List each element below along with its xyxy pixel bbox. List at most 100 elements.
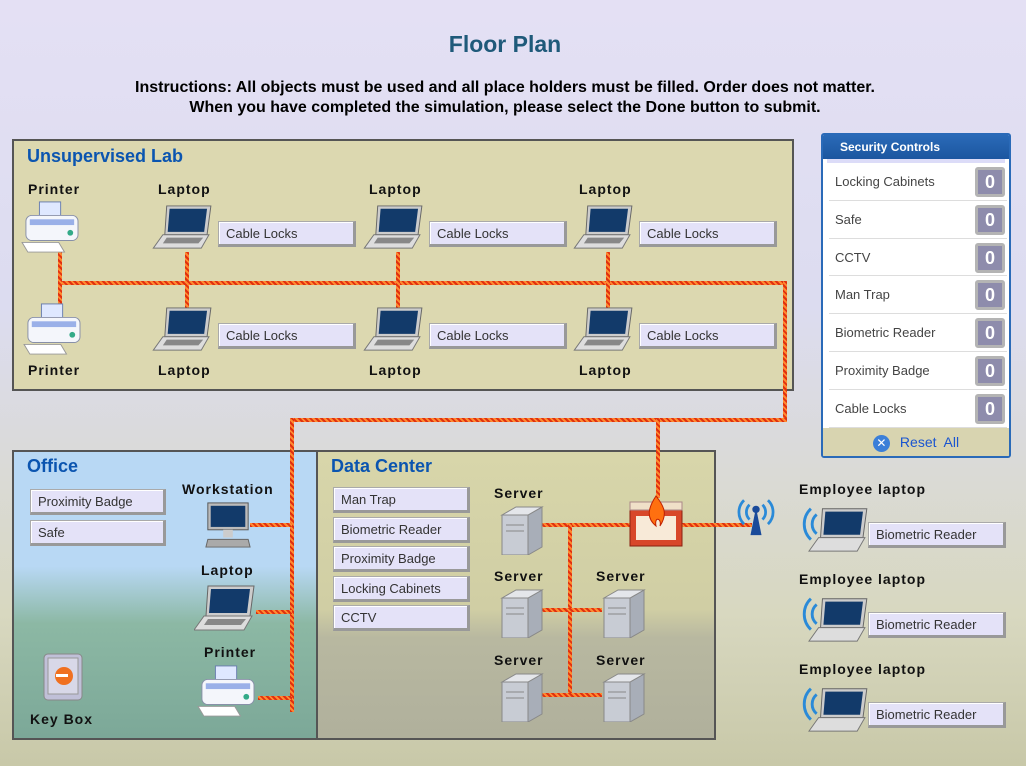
network-cable	[783, 281, 787, 422]
reset-all-label: Reset All	[899, 434, 960, 450]
dc-slot-biometric-reader[interactable]: Biometric Reader	[333, 516, 470, 543]
employee-laptop-icon	[800, 681, 870, 735]
firewall-icon	[628, 492, 684, 548]
security-control-count: 0	[975, 204, 1005, 235]
security-control-count: 0	[975, 355, 1005, 386]
security-control-label: CCTV	[835, 249, 871, 265]
panel-divider	[827, 159, 1005, 163]
network-cable	[538, 608, 602, 612]
lab-slot-cable-locks[interactable]: Cable Locks	[639, 221, 777, 247]
security-control-label: Man Trap	[835, 287, 890, 303]
key-box-label: Key Box	[30, 711, 94, 727]
laptop-icon	[152, 306, 216, 354]
network-cable	[396, 252, 400, 308]
laptop-label: Laptop	[369, 181, 422, 197]
laptop-icon	[573, 306, 637, 354]
laptop-icon	[152, 204, 216, 252]
printer-icon	[18, 200, 84, 254]
laptop-icon	[194, 584, 258, 634]
server-label: Server	[494, 568, 544, 584]
lab-slot-cable-locks[interactable]: Cable Locks	[639, 323, 777, 349]
server-icon	[498, 588, 544, 638]
lab-slot-cable-locks[interactable]: Cable Locks	[429, 323, 567, 349]
server-label: Server	[596, 652, 646, 668]
network-cable	[656, 418, 660, 498]
laptop-icon	[573, 204, 637, 252]
security-control-item[interactable]: Proximity Badge 0	[829, 352, 1007, 390]
office-slot-safe[interactable]: Safe	[30, 520, 166, 546]
laptop-label: Laptop	[201, 562, 254, 578]
network-cable	[538, 693, 602, 697]
employee-laptop-slot-biometric-reader[interactable]: Biometric Reader	[868, 702, 1006, 728]
lab-slot-cable-locks[interactable]: Cable Locks	[218, 323, 356, 349]
laptop-label: Laptop	[158, 181, 211, 197]
instructions-line-2: When you have completed the simulation, …	[189, 99, 821, 116]
close-circle-icon: ✕	[872, 434, 890, 452]
data-center-title: Data Center	[331, 456, 433, 476]
workstation-icon	[203, 501, 253, 549]
employee-laptop-slot-biometric-reader[interactable]: Biometric Reader	[868, 612, 1006, 638]
network-cable	[290, 418, 787, 422]
security-control-item[interactable]: Man Trap 0	[829, 276, 1007, 315]
printer-label: Printer	[204, 644, 257, 660]
network-cable	[290, 418, 294, 712]
laptop-label: Laptop	[579, 362, 632, 378]
laptop-icon	[363, 306, 427, 354]
employee-laptop-label: Employee laptop	[799, 661, 927, 677]
network-cable	[258, 696, 292, 700]
server-icon	[498, 672, 544, 722]
server-icon	[498, 505, 544, 555]
printer-label: Printer	[28, 362, 81, 378]
employee-laptop-label: Employee laptop	[799, 571, 927, 587]
printer-icon	[20, 302, 86, 356]
dc-slot-man-trap[interactable]: Man Trap	[333, 487, 470, 513]
dc-slot-cctv[interactable]: CCTV	[333, 605, 470, 631]
reset-all-button[interactable]: ✕ Reset All	[823, 428, 1009, 456]
office-slot-proximity-badge[interactable]: Proximity Badge	[30, 489, 166, 515]
security-controls-title: Security Controls	[823, 135, 1009, 159]
laptop-label: Laptop	[579, 181, 632, 197]
laptop-label: Laptop	[369, 362, 422, 378]
security-control-item[interactable]: Safe 0	[829, 201, 1007, 239]
server-icon	[600, 588, 646, 638]
network-cable	[538, 523, 632, 527]
server-icon	[600, 672, 646, 722]
key-box-icon	[42, 652, 84, 704]
printer-label: Printer	[28, 181, 81, 197]
laptop-icon	[363, 204, 427, 252]
printer-icon	[194, 664, 260, 718]
network-cable	[256, 610, 292, 614]
instructions-line-1: Instructions: All objects must be used a…	[135, 79, 875, 96]
security-control-count: 0	[975, 318, 1005, 349]
employee-laptop-label: Employee laptop	[799, 481, 927, 497]
server-label: Server	[494, 652, 544, 668]
security-control-item[interactable]: Biometric Reader 0	[829, 314, 1007, 352]
network-cable	[185, 252, 189, 308]
wireless-access-point-icon	[733, 490, 779, 538]
lab-slot-cable-locks[interactable]: Cable Locks	[429, 221, 567, 247]
server-label: Server	[596, 568, 646, 584]
security-control-count: 0	[975, 280, 1005, 311]
workstation-label: Workstation	[182, 481, 274, 497]
network-cable	[60, 281, 787, 285]
security-control-count: 0	[975, 393, 1005, 424]
security-control-label: Proximity Badge	[835, 362, 930, 378]
lab-slot-cable-locks[interactable]: Cable Locks	[218, 221, 356, 247]
page-title: Floor Plan	[448, 31, 562, 57]
lab-title: Unsupervised Lab	[27, 146, 184, 166]
dc-slot-proximity-badge[interactable]: Proximity Badge	[333, 546, 470, 572]
employee-laptop-slot-biometric-reader[interactable]: Biometric Reader	[868, 522, 1006, 548]
network-cable	[58, 252, 62, 312]
security-control-count: 0	[975, 167, 1005, 197]
laptop-label: Laptop	[158, 362, 211, 378]
office-title: Office	[27, 456, 79, 476]
network-cable	[606, 252, 610, 308]
security-control-label: Biometric Reader	[835, 325, 936, 341]
employee-laptop-icon	[800, 501, 870, 555]
security-control-label: Safe	[835, 211, 862, 227]
network-cable	[250, 523, 292, 527]
dc-slot-locking-cabinets[interactable]: Locking Cabinets	[333, 575, 470, 602]
